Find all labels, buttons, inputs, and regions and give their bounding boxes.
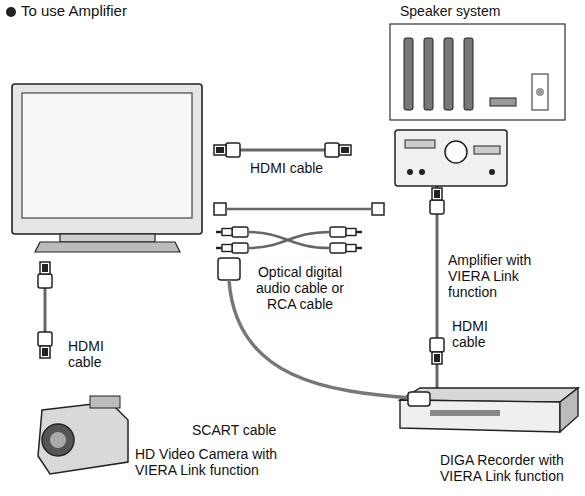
device-label: Amplifier with VIERA Link function: [448, 252, 553, 300]
rca-cable: [216, 227, 362, 253]
scart-cable: [218, 258, 430, 406]
hdmi-plug: [430, 188, 444, 364]
device-box: Amplifier with VIERA Link function: [395, 130, 507, 186]
title: To use Amplifier: [21, 3, 127, 19]
device-label: HD Video Camera with VIERA Link function: [135, 446, 303, 478]
hdmi-cable: [214, 143, 351, 157]
camera-illustration: [38, 396, 128, 474]
tv-illustration: [12, 84, 202, 252]
cable-label: HDMI cable: [452, 318, 504, 350]
speaker-illustration: [390, 24, 565, 120]
amplifier-illustration: [395, 130, 507, 186]
device-label: Speaker system: [400, 3, 560, 19]
optical-cable: [214, 203, 384, 215]
hdmi-cable: [38, 262, 52, 358]
device-label: DIGA Recorder with VIERA Link function: [440, 452, 580, 484]
bullet: [6, 7, 16, 17]
device-box: Speaker system: [390, 24, 565, 120]
device-box: HD Video Camera with VIERA Link function: [38, 396, 128, 474]
cable-label: HDMI cable: [250, 160, 330, 176]
recorder-illustration: [400, 388, 578, 432]
cable-label: SCART cable: [192, 422, 302, 438]
cable-label: HDMI cable: [68, 338, 120, 370]
cable-label: Optical digital audio cable or RCA cable: [240, 264, 360, 312]
device-box: DIGA Recorder with VIERA Link function: [400, 388, 578, 432]
